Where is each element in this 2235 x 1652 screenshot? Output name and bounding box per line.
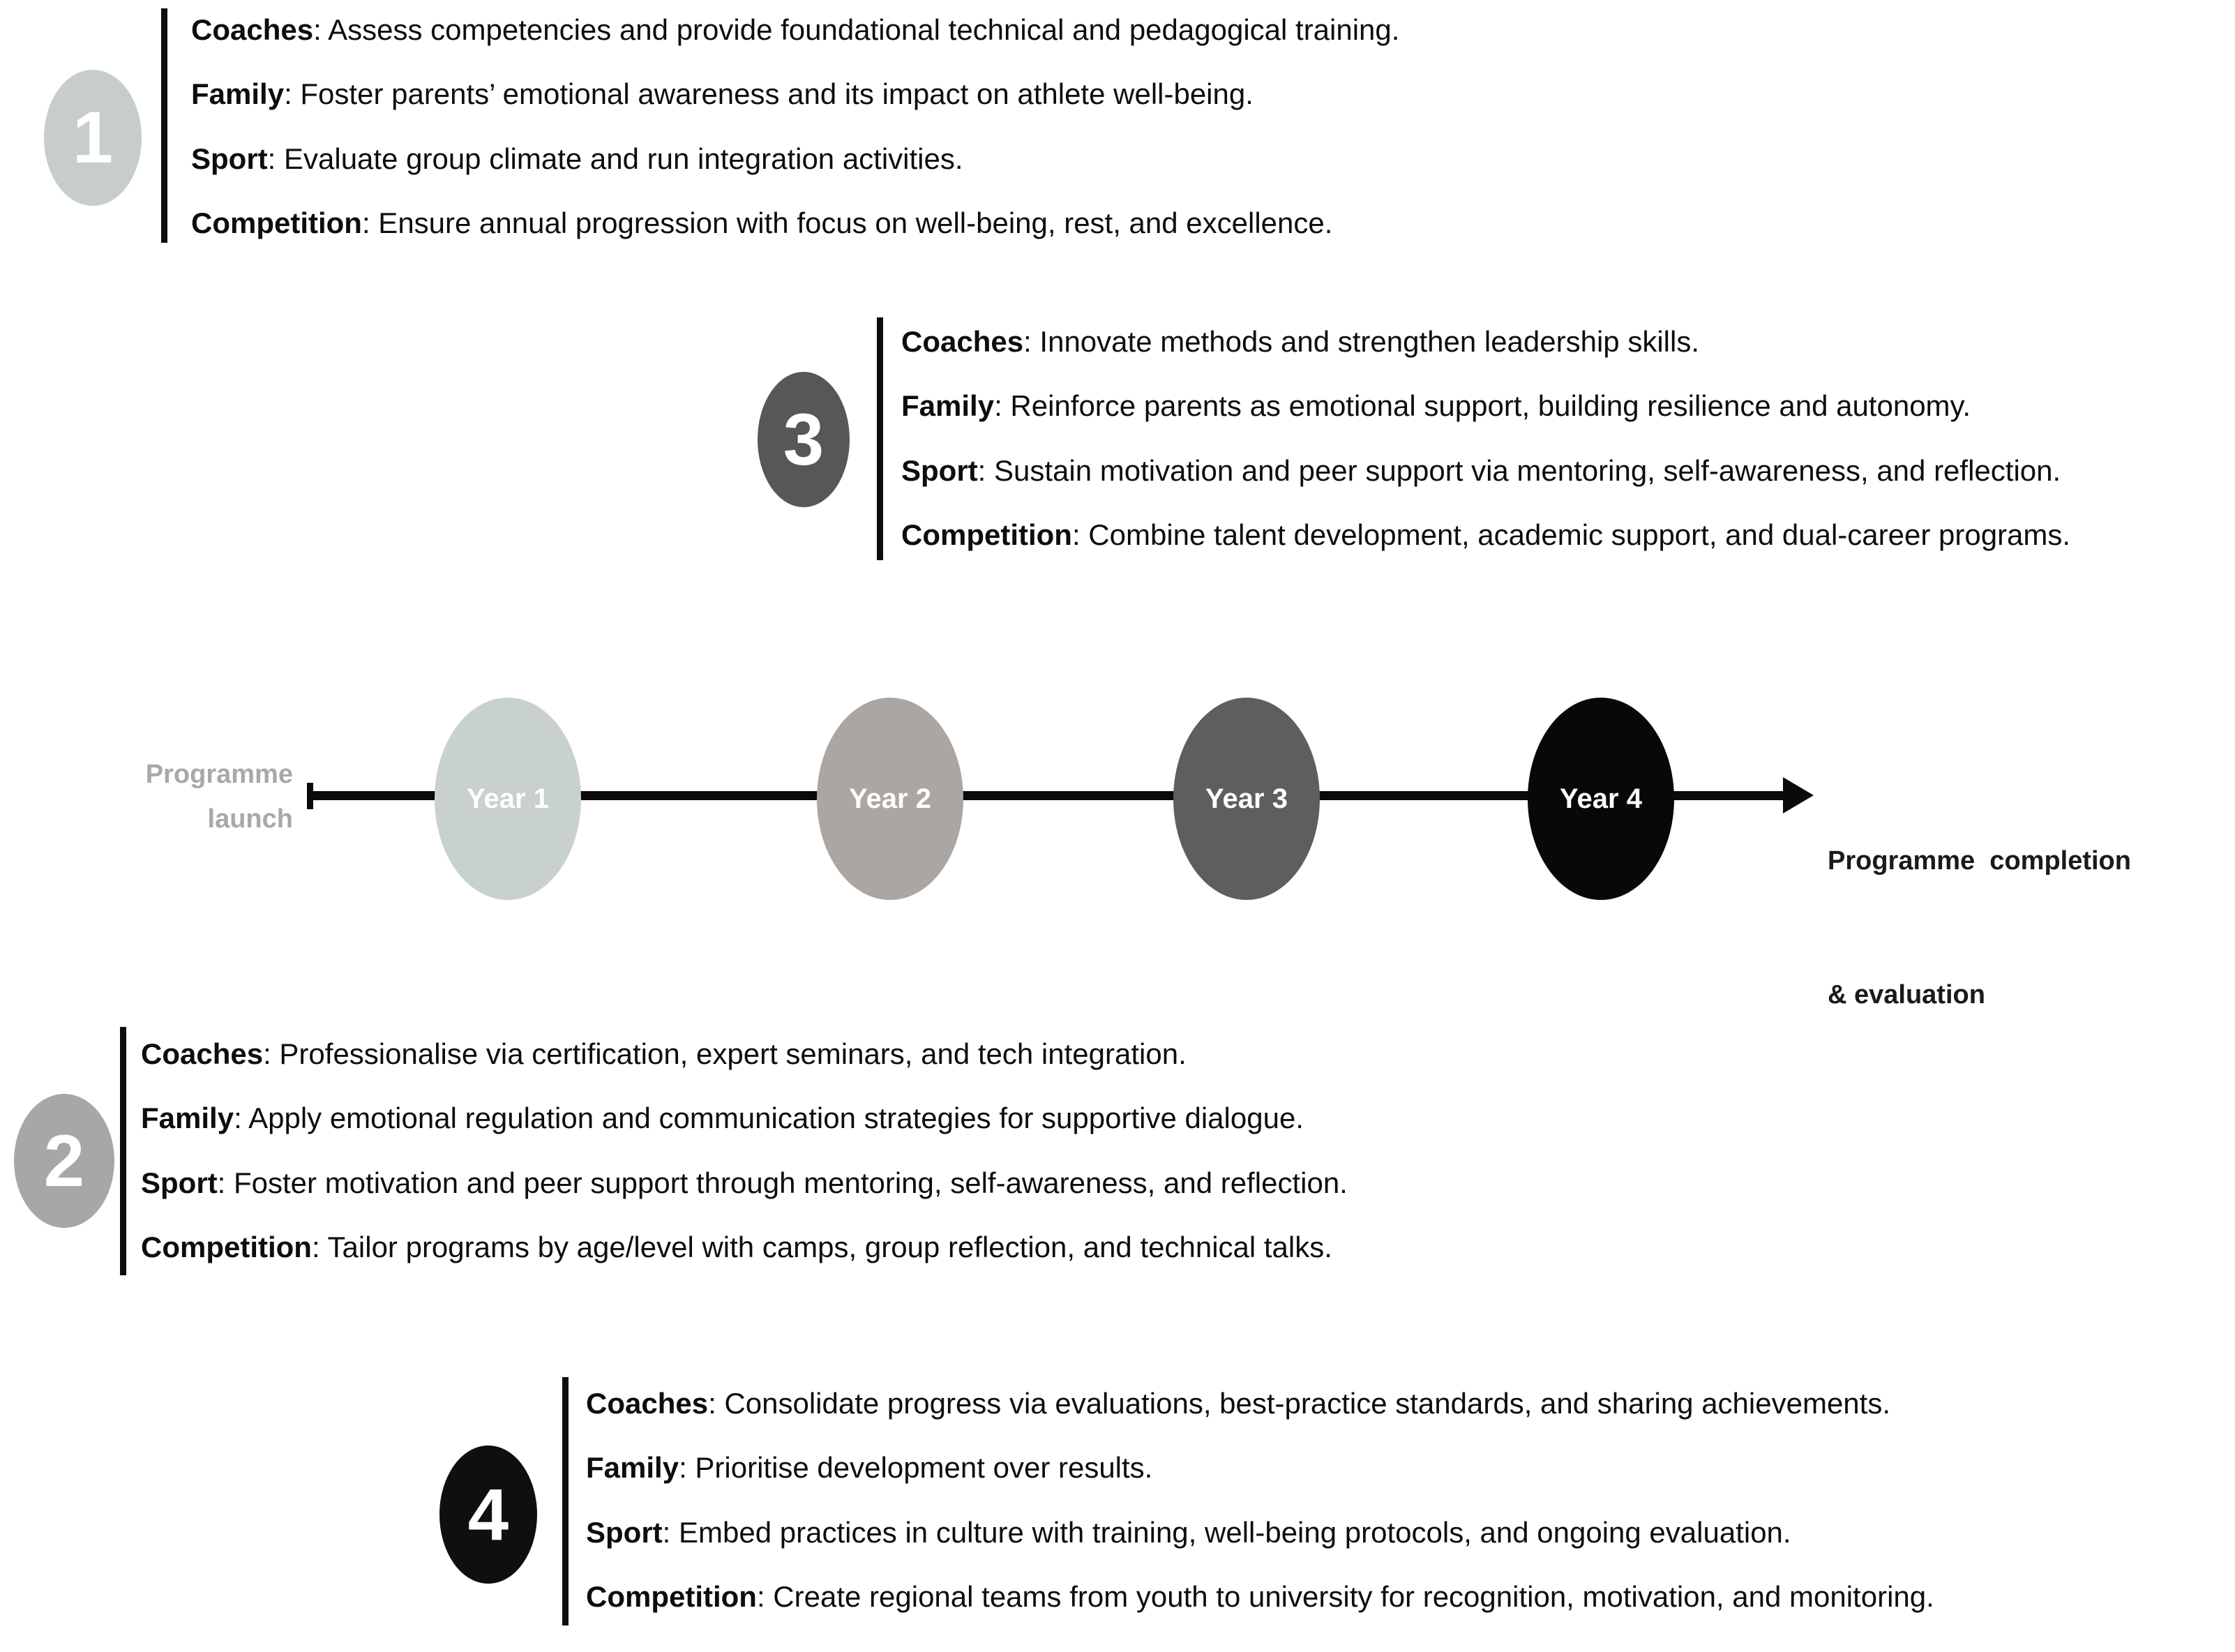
phase-1-item-family: Family: Foster parents’ emotional awaren… (191, 77, 1254, 112)
timeline-start-label: Programme launch (84, 752, 293, 841)
phase-item-text: : Professionalise via certification, exp… (263, 1037, 1187, 1070)
phase-item-label: Sport (901, 454, 978, 487)
year-2-node: Year 2 (817, 698, 963, 900)
timeline-end-label-line1: Programme completion (1828, 846, 2131, 876)
phase-1-number: 1 (72, 97, 114, 179)
phase-item-text: : Foster parents’ emotional awareness an… (284, 77, 1254, 110)
timeline-start-label-line1: Programme (145, 760, 293, 789)
timeline-start-label-line2: launch (207, 804, 293, 834)
phase-1-divider (161, 8, 167, 243)
phase-4-item-sport: Sport: Embed practices in culture with t… (586, 1515, 1791, 1550)
phase-1-item-coaches: Coaches: Assess competencies and provide… (191, 13, 1399, 47)
phase-item-text: : Consolidate progress via evaluations, … (708, 1387, 1891, 1420)
phase-4-item-family: Family: Prioritise development over resu… (586, 1450, 1152, 1485)
phase-item-label: Coaches (586, 1387, 709, 1420)
phase-4-badge: 4 (439, 1446, 537, 1584)
timeline-end-label: Programme completion & evaluation (1828, 749, 2131, 1106)
phase-2-item-family: Family: Apply emotional regulation and c… (141, 1101, 1304, 1136)
phase-2-item-coaches: Coaches: Professionalise via certificati… (141, 1037, 1187, 1072)
phase-2-divider (120, 1027, 126, 1275)
phase-item-text: : Ensure annual progression with focus o… (361, 206, 1333, 239)
phase-3-item-competition: Competition: Combine talent development,… (901, 518, 2070, 553)
phase-item-label: Competition (901, 518, 1072, 551)
phase-4-item-competition: Competition: Create regional teams from … (586, 1579, 1934, 1614)
phase-item-label: Family (191, 77, 285, 110)
phase-item-text: : Apply emotional regulation and communi… (234, 1102, 1304, 1134)
phase-item-label: Sport (586, 1516, 663, 1549)
phase-item-label: Coaches (191, 13, 314, 46)
phase-item-label: Coaches (141, 1037, 264, 1070)
phase-item-text: : Foster motivation and peer support thr… (217, 1166, 1348, 1199)
phase-item-label: Competition (586, 1580, 757, 1613)
phase-item-text: : Combine talent development, academic s… (1071, 518, 2071, 551)
phase-2-number: 2 (43, 1120, 85, 1202)
phase-item-label: Family (141, 1102, 234, 1134)
phase-item-text: : Assess competencies and provide founda… (313, 13, 1400, 46)
phase-4-divider (562, 1377, 569, 1625)
phase-4-item-coaches: Coaches: Consolidate progress via evalua… (586, 1386, 1890, 1421)
phase-1-item-sport: Sport: Evaluate group climate and run in… (191, 142, 963, 177)
phase-item-text: : Prioritise development over results. (679, 1451, 1153, 1484)
phase-1-item-competition: Competition: Ensure annual progression w… (191, 206, 1332, 241)
year-4-node: Year 4 (1528, 698, 1674, 900)
phase-item-label: Competition (191, 206, 362, 239)
phase-item-label: Family (586, 1451, 679, 1484)
phase-item-label: Competition (141, 1231, 312, 1263)
arrow-right-icon (1783, 777, 1814, 813)
phase-3-badge: 3 (758, 372, 850, 507)
phase-3-divider (877, 317, 883, 560)
phase-1-badge: 1 (44, 70, 142, 206)
phase-3-item-sport: Sport: Sustain motivation and peer suppo… (901, 453, 2061, 488)
phase-3-number: 3 (783, 398, 825, 481)
year-4-label: Year 4 (1560, 783, 1642, 814)
year-1-node: Year 1 (435, 698, 581, 900)
phase-item-label: Family (901, 389, 995, 422)
phase-2-item-competition: Competition: Tailor programs by age/leve… (141, 1230, 1332, 1265)
year-3-node: Year 3 (1173, 698, 1320, 900)
phase-3-item-coaches: Coaches: Innovate methods and strengthen… (901, 324, 1699, 359)
phase-item-text: : Embed practices in culture with traini… (662, 1516, 1791, 1549)
phase-item-text: : Evaluate group climate and run integra… (267, 142, 963, 175)
phase-item-text: : Create regional teams from youth to un… (756, 1580, 1934, 1613)
phase-item-label: Sport (191, 142, 268, 175)
phase-2-item-sport: Sport: Foster motivation and peer suppor… (141, 1166, 1348, 1201)
phase-2-badge: 2 (14, 1094, 114, 1228)
timeline-end-label-line2: & evaluation (1828, 980, 1985, 1009)
timeline-axis (310, 791, 1786, 800)
phase-item-text: : Reinforce parents as emotional support… (994, 389, 1971, 422)
phase-4-number: 4 (467, 1473, 509, 1556)
phase-3-item-family: Family: Reinforce parents as emotional s… (901, 389, 1971, 423)
phase-item-text: : Tailor programs by age/level with camp… (311, 1231, 1332, 1263)
phase-item-text: : Innovate methods and strengthen leader… (1023, 325, 1699, 358)
year-3-label: Year 3 (1205, 783, 1288, 814)
phase-item-label: Sport (141, 1166, 218, 1199)
phase-item-label: Coaches (901, 325, 1024, 358)
phase-item-text: : Sustain motivation and peer support vi… (977, 454, 2061, 487)
year-2-label: Year 2 (849, 783, 931, 814)
year-1-label: Year 1 (467, 783, 549, 814)
